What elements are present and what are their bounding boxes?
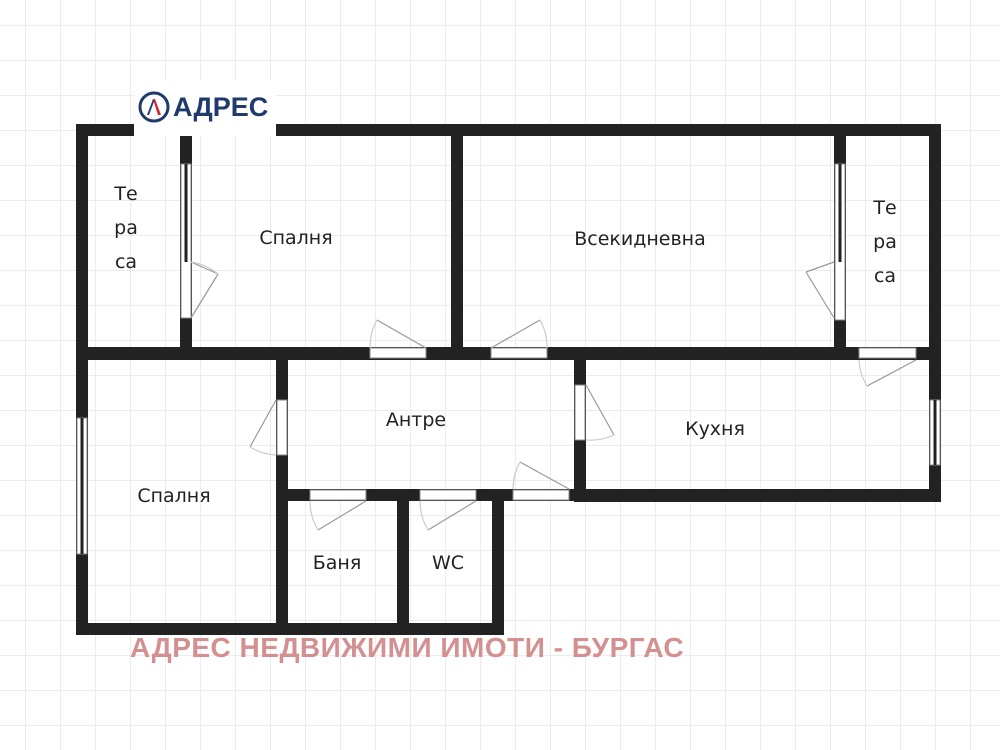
label-line: Те [114,183,138,205]
label-line: са [114,251,138,273]
room-label-bedroom-top: Спалня [259,226,333,249]
label-line: ра [114,217,138,239]
label-line: са [873,265,897,287]
room-label-living-room: Всекидневна [574,227,706,250]
room-label-terrace-left: Те ра са [114,177,138,279]
label-line: Те [873,197,897,219]
room-label-bathroom: Баня [312,551,362,574]
room-label-kitchen: Кухня [685,417,745,440]
footer-agency-name: АДРЕС НЕДВИЖИМИ ИМОТИ - БУРГАС [130,632,685,663]
room-label-wc: WC [431,551,465,574]
room-label-bedroom-bottom: Спалня [137,484,211,507]
window-lines [80,164,937,554]
logo-text: АДРЕС [173,91,269,122]
logo-mark-icon [138,91,170,123]
label-line: ра [873,231,897,253]
room-label-terrace-right: Те ра са [873,191,897,293]
room-label-hallway: Антре [385,408,447,431]
company-logo: АДРЕС [134,80,276,134]
walls [76,124,941,635]
door-swings [190,261,917,531]
